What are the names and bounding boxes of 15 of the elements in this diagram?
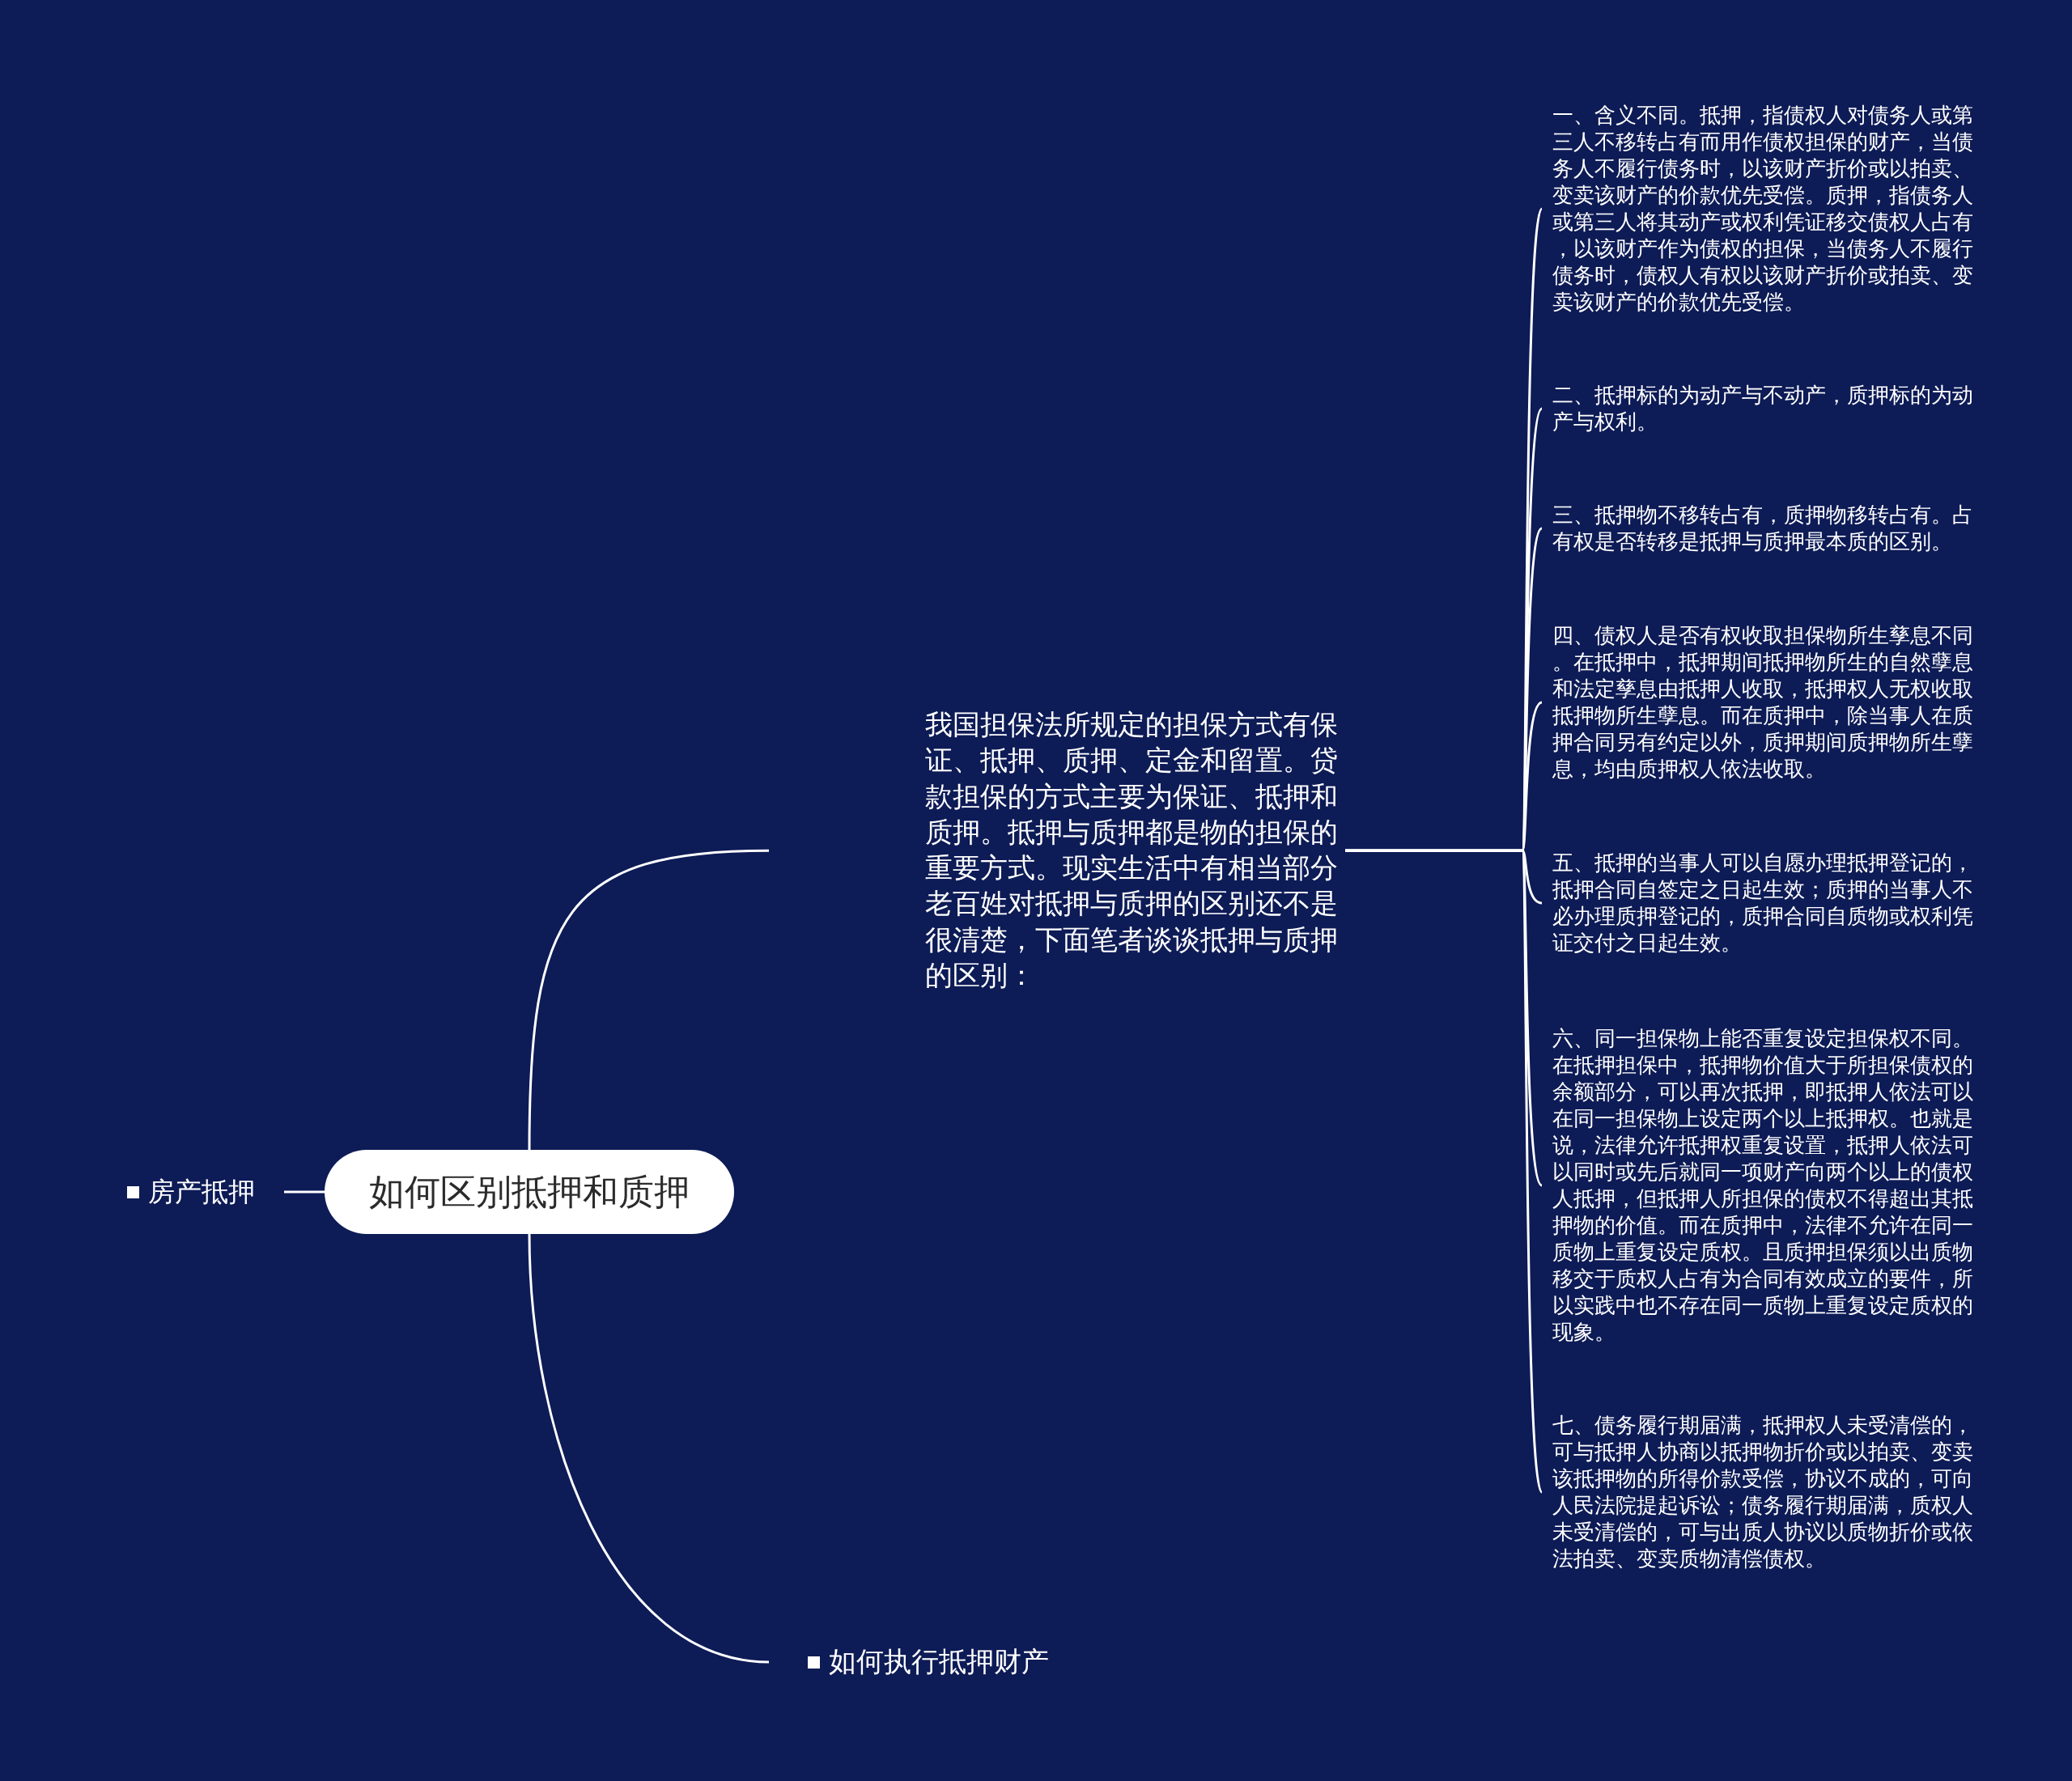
topic-text: 二、抵押标的为动产与不动产，质押标的为动产与权利。 <box>1552 382 1974 435</box>
topic-text: 房产抵押 <box>148 1177 255 1207</box>
connector-line <box>284 1190 325 1194</box>
topic-text: 一、含义不同。抵押，指债权人对债务人或第三人不移转占有而用作债权担保的财产，当债务人不履行债务时，以该财产折价或以拍卖、变卖该财产的价款优先受偿。质押，指债务人或第三人将其动产或权利凭证移交债权人占有，以该财产作为债权的担保，当债务人不履行债务时，债权人有权以该财产折价或拍卖、变卖该财产的价款优先受偿。 <box>1552 102 1974 316</box>
topic-text: 如何执行抵押财产 <box>829 1647 1049 1677</box>
topic-text: 三、抵押物不移转占有，质押物移转占有。占有权是否转移是抵押与质押最本质的区别。 <box>1552 502 1974 555</box>
topic-text: 七、债务履行期届满，抵押权人未受清偿的，可与抵押人协商以抵押物折价或以拍卖、变卖该抵押物的所得价款受偿，协议不成的，可向人民法院提起诉讼；债务履行期届满，质权人未受清偿的，可与出质人协议以质物折价或依法拍卖、变卖质物清偿债权。 <box>1552 1412 1974 1572</box>
root-topic: 如何区别抵押和质押 <box>325 1150 734 1234</box>
connector-line <box>1345 849 1543 1493</box>
topic-text: 我国担保法所规定的担保方式有保证、抵押、质押、定金和留置。贷款担保的方式主要为保证、抵押和质押。抵押与质押都是物的担保的重要方式。现实生活中有相当部分老百姓对抵押与质押的区别还不是很清楚，下面笔者谈谈抵押与质押的区别： <box>925 708 1339 994</box>
connector-line <box>528 1233 770 1664</box>
topic-text: 四、债权人是否有权收取担保物所生孳息不同。在抵押中，抵押期间抵押物所生的自然孽息和法定孳息由抵押人收取，抵押权人无权收取抵押物所生孽息。而在质押中，除当事人在质押合同另有约定以外，质押期间质押物所生孽息，均由质押权人依法收取。 <box>1552 622 1974 782</box>
topic-text: 五、抵押的当事人可以自愿办理抵押登记的，抵押合同自签定之日起生效；质押的当事人不必办理质押登记的，质押合同自质物或权利凭证交付之日起生效。 <box>1552 850 1974 956</box>
topic-text: 六、同一担保物上能否重复设定担保权不同。在抵押担保中，抵押物价值大于所担保债权的余额部分，可以再次抵押，即抵押人依法可以在同一担保物上设定两个以上抵押权。也就是说，法律允许抵押权重复设置，抵押人依法可以同时或先后就同一项财产向两个以上的债权人抵押，但抵押人所担保的债权不得超出其抵押物的价值。而在质押中，法律不允许在同一质物上重复设定质权。且质押担保须以出质物移交于质权人占有为合同有效成立的要件，所以实践中也不存在同一质物上重复设定质权的现象。 <box>1552 1025 1974 1346</box>
connector-line <box>528 849 770 1151</box>
